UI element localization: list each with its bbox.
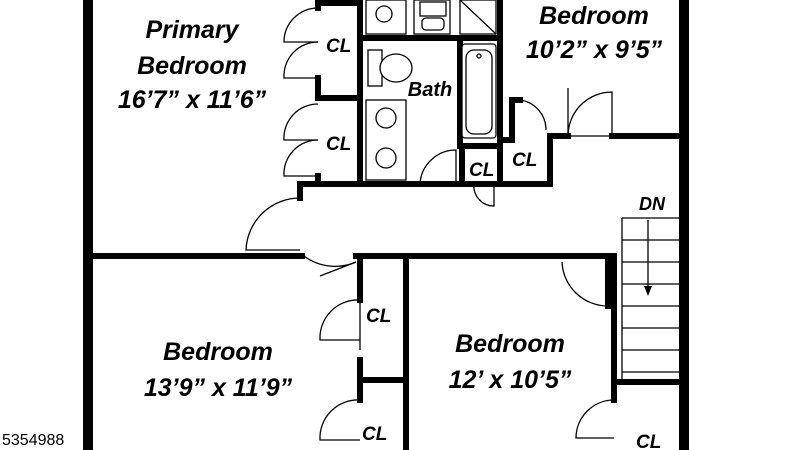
bedroom-sw-dims: 13’9” x 11’9” xyxy=(144,374,293,402)
closet-label: CL xyxy=(326,36,351,57)
closet-label: CL xyxy=(469,160,494,181)
bath-fixtures xyxy=(365,0,497,181)
stair-arrow-head xyxy=(644,286,652,296)
closet-label: CL xyxy=(366,306,391,327)
bedroom-se-dims: 12’ x 10’5” xyxy=(449,366,572,394)
interior-walls xyxy=(85,0,687,450)
bedroom-ne-name: Bedroom xyxy=(539,2,649,30)
listing-id: 5354988 xyxy=(2,432,64,449)
exterior-walls xyxy=(83,0,689,450)
labels: Primary Bedroom 16’7” x 11’6” Bedroom 10… xyxy=(2,2,666,450)
primary-bedroom-name-1: Primary xyxy=(145,16,239,44)
bedroom-se-name: Bedroom xyxy=(455,330,565,358)
closet-label: CL xyxy=(636,432,661,450)
closet-label: CL xyxy=(362,424,387,445)
bath-label: Bath xyxy=(408,79,452,101)
stairs-down-label: DN xyxy=(639,194,666,214)
primary-bedroom-dims: 16’7” x 11’6” xyxy=(118,86,267,114)
bedroom-sw-name: Bedroom xyxy=(163,338,273,366)
stairs xyxy=(621,217,684,382)
bedroom-ne-dims: 10’2” x 9’5” xyxy=(526,36,663,64)
closet-label: CL xyxy=(326,134,351,155)
closet-label: CL xyxy=(512,150,537,171)
primary-bedroom-name-2: Bedroom xyxy=(137,52,247,80)
door-swings xyxy=(245,7,615,441)
